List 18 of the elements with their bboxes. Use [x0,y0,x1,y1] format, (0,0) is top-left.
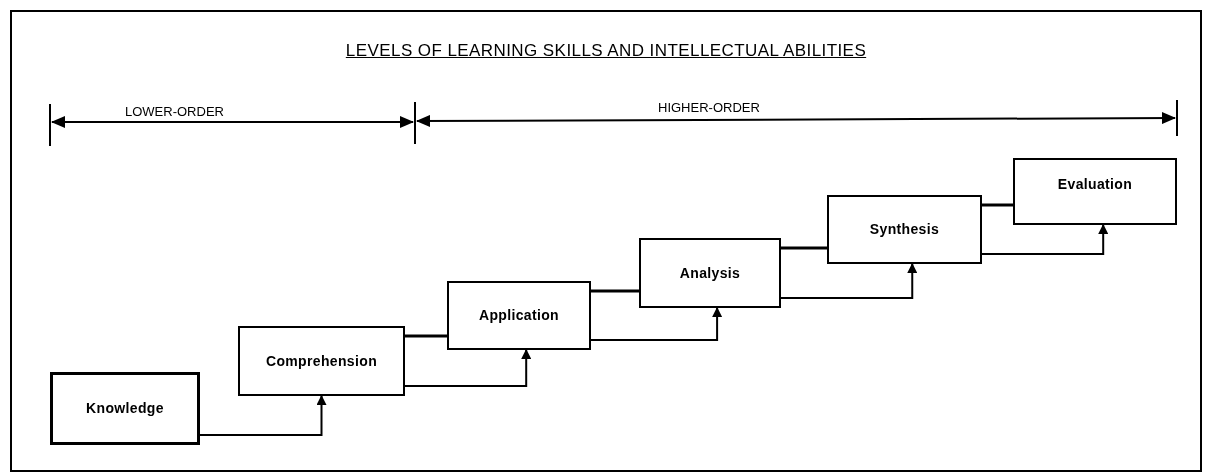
arrow [404,349,532,387]
connector-line [591,289,639,293]
level-box: Analysis [639,238,781,308]
range-label: LOWER-ORDER [125,103,224,121]
arrow [981,224,1109,255]
connector-line [405,334,447,338]
level-box: Knowledge [50,372,200,445]
level-box: Comprehension [238,326,405,396]
range-label: HIGHER-ORDER [658,99,760,117]
title: LEVELS OF LEARNING SKILLS AND INTELLECTUAL ABILITIES [344,40,868,62]
arrow [590,307,723,341]
connector-line [781,246,827,250]
arrow [780,263,918,299]
level-box: Synthesis [827,195,982,264]
arrow [199,395,327,436]
level-box: Application [447,281,591,350]
connector-line [982,203,1013,207]
level-box: Evaluation [1013,158,1177,225]
